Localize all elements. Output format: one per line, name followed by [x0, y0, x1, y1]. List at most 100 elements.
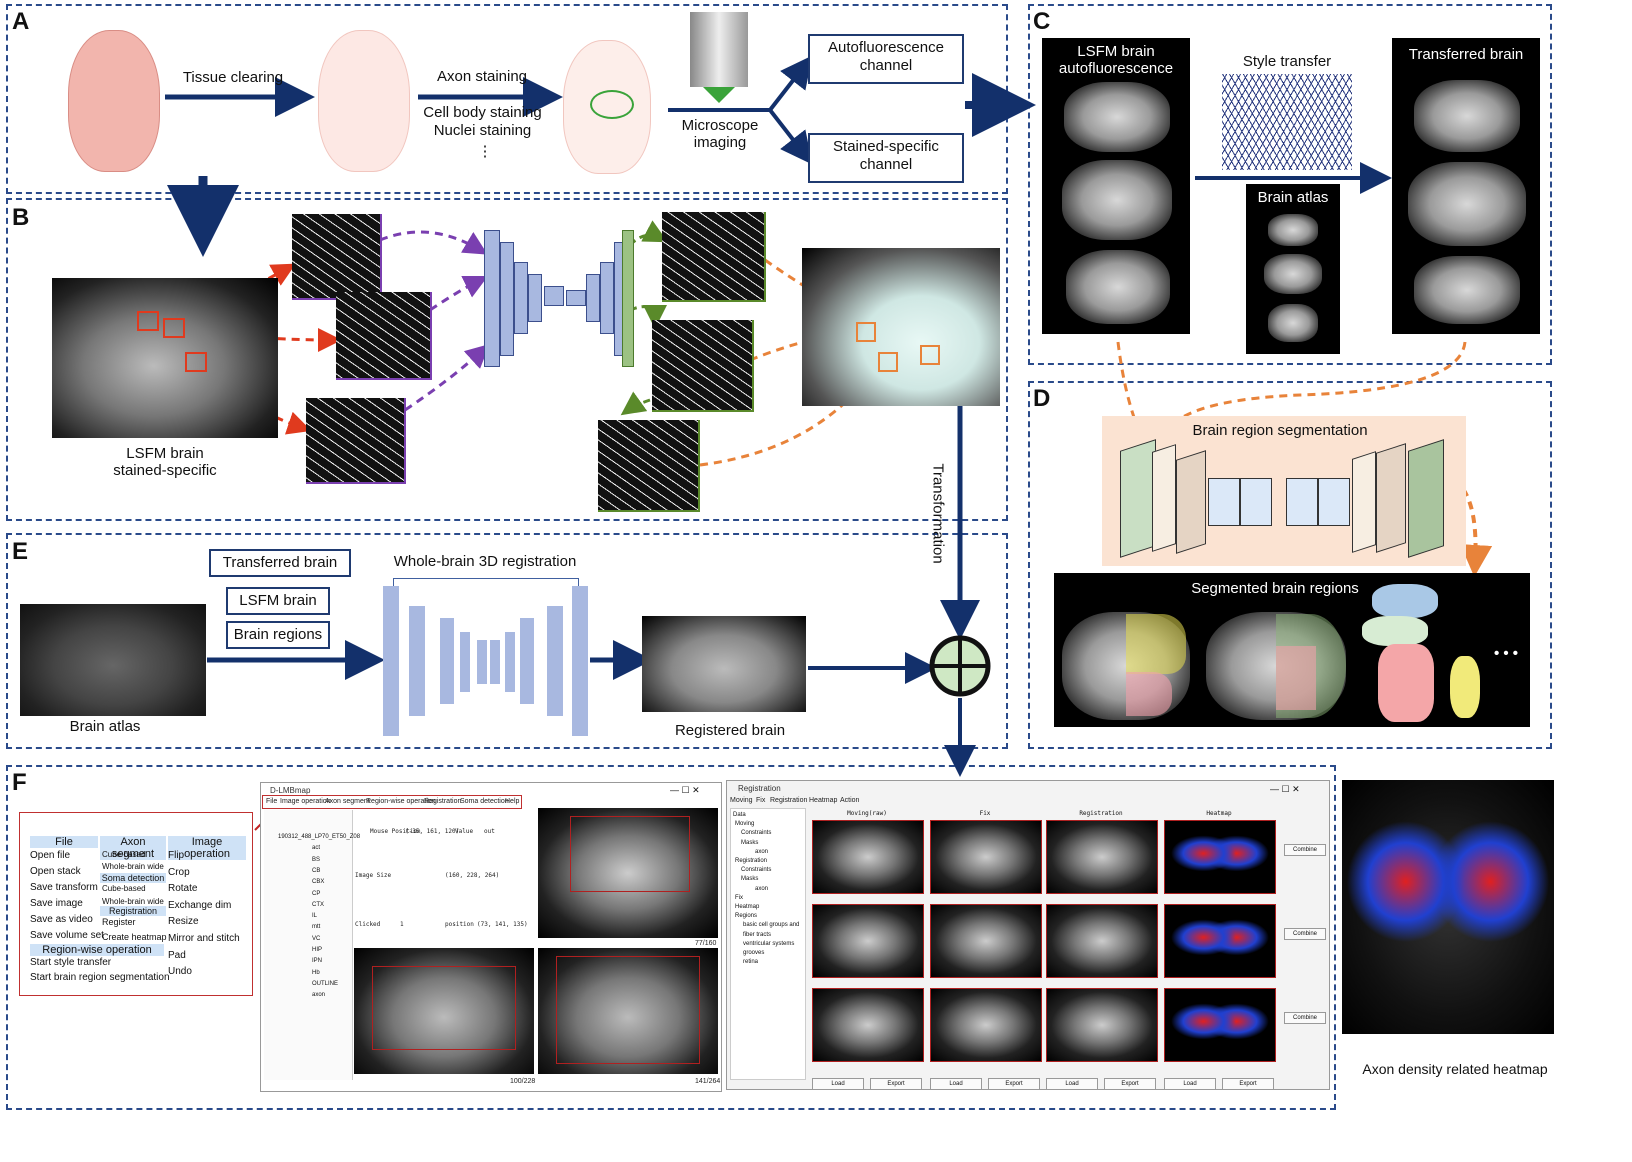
- menu-undo[interactable]: Undo: [168, 966, 192, 977]
- reg-tree-item[interactable]: Masks: [741, 876, 759, 883]
- menu-flip[interactable]: Flip: [168, 850, 185, 861]
- view-coronal[interactable]: [538, 948, 718, 1074]
- menu-save-transform[interactable]: Save transform: [30, 882, 98, 893]
- window-controls-1[interactable]: — ☐ ✕: [670, 785, 700, 795]
- menu-axon-cube[interactable]: Cube-based: [102, 850, 146, 859]
- heatmap-caption: Axon density related heatmap: [1362, 1061, 1548, 1077]
- menu-image-operation-tab[interactable]: Image operation: [280, 798, 331, 805]
- reg-thumbnail[interactable]: [1046, 820, 1158, 894]
- reg-thumbnail[interactable]: [930, 904, 1042, 978]
- reg-thumbnail[interactable]: [812, 820, 924, 894]
- menu-save-video[interactable]: Save as video: [30, 914, 93, 925]
- layer-item[interactable]: VC: [312, 935, 321, 942]
- layer-item[interactable]: act: [312, 845, 321, 852]
- reg-tree-item[interactable]: ventricular systems: [743, 940, 795, 947]
- microscope-lens: [703, 87, 735, 103]
- menu-axon-segment-tab[interactable]: Axon segment: [325, 798, 370, 805]
- heatmap-thumbnail[interactable]: [1164, 904, 1276, 978]
- reg-tree-item[interactable]: Regions: [735, 913, 758, 920]
- reg-tree-item[interactable]: fiber tracts: [743, 931, 772, 938]
- reg-thumbnail[interactable]: [1046, 904, 1158, 978]
- export-button[interactable]: Export: [988, 1078, 1040, 1090]
- reg-menu-heatmap[interactable]: Heatmap: [809, 797, 838, 804]
- reg-menu-registration[interactable]: Registration: [770, 797, 808, 804]
- view-sagittal[interactable]: [354, 948, 534, 1074]
- layer-item[interactable]: mtt: [312, 924, 321, 931]
- menu-file-tab[interactable]: File: [266, 798, 278, 805]
- reg-thumbnail[interactable]: [812, 904, 924, 978]
- menu-pad[interactable]: Pad: [168, 950, 186, 961]
- unet-block-b4: [528, 274, 542, 322]
- export-button[interactable]: Export: [1104, 1078, 1156, 1090]
- heatmap-thumbnail[interactable]: [1164, 988, 1276, 1062]
- reg-tree-item[interactable]: grooves: [743, 950, 765, 956]
- load-button[interactable]: Load: [1164, 1078, 1216, 1090]
- layer-item[interactable]: axon: [312, 992, 326, 999]
- tissue-clearing-label: Tissue clearing: [182, 69, 284, 86]
- menu-open-file[interactable]: Open file: [30, 850, 71, 861]
- menu-start-segmentation[interactable]: Start brain region segmentation: [30, 972, 170, 983]
- reg-tree-item[interactable]: axon: [755, 885, 769, 892]
- menu-soma-whole[interactable]: Whole-brain wide: [102, 897, 164, 906]
- layer-item[interactable]: HIP: [312, 947, 323, 953]
- menu-mirror-stitch[interactable]: Mirror and stitch: [168, 933, 240, 944]
- combine-button[interactable]: Combine: [1284, 844, 1326, 856]
- window-controls-2[interactable]: — ☐ ✕: [1270, 784, 1300, 794]
- menu-start-style-transfer[interactable]: Start style transfer: [30, 957, 112, 968]
- layer-item[interactable]: 190312_488_LP70_ET50_Z08: [278, 834, 361, 840]
- output-cube-3: [598, 420, 700, 512]
- reg-tree-item[interactable]: axon: [755, 848, 769, 855]
- load-button[interactable]: Load: [1046, 1078, 1098, 1090]
- menu-crop[interactable]: Crop: [168, 867, 190, 878]
- load-button[interactable]: Load: [812, 1078, 864, 1090]
- menu-register[interactable]: Register: [102, 917, 136, 927]
- menu-resize[interactable]: Resize: [168, 916, 199, 927]
- load-button[interactable]: Load: [930, 1078, 982, 1090]
- reg-tree-item[interactable]: Moving: [735, 821, 755, 828]
- reg-tree-item[interactable]: Masks: [741, 839, 759, 846]
- reg-tree-item[interactable]: Constraints: [741, 830, 772, 837]
- layer-item[interactable]: OUTLINE: [312, 980, 339, 987]
- combine-button[interactable]: Combine: [1284, 928, 1326, 940]
- reg-menu-fix[interactable]: Fix: [756, 797, 766, 804]
- menu-rotate[interactable]: Rotate: [168, 883, 198, 894]
- reg-menu-action[interactable]: Action: [840, 797, 860, 804]
- menu-help-tab[interactable]: Help: [505, 798, 520, 805]
- combine-button[interactable]: Combine: [1284, 1012, 1326, 1024]
- menu-axon-whole[interactable]: Whole-brain wide: [102, 862, 164, 871]
- view-axial[interactable]: [538, 808, 718, 938]
- layer-item[interactable]: Hb: [312, 969, 320, 976]
- layer-item[interactable]: CBX: [312, 879, 325, 886]
- reg-tree-item[interactable]: Data: [733, 812, 746, 818]
- export-button[interactable]: Export: [870, 1078, 922, 1090]
- lsfm-brain-box-e: LSFM brain: [226, 587, 330, 615]
- menu-region-wise-tab[interactable]: Region-wise operation: [366, 798, 436, 805]
- reg-tree-item[interactable]: Fix: [735, 894, 743, 901]
- reg-tree-item[interactable]: Heatmap: [735, 904, 760, 910]
- layer-item[interactable]: CTX: [312, 901, 324, 908]
- layer-item[interactable]: IPN: [312, 958, 323, 965]
- reg-tree-item[interactable]: Registration: [735, 858, 768, 864]
- layer-item[interactable]: CB: [312, 867, 321, 874]
- heatmap-thumbnail[interactable]: [1164, 820, 1276, 894]
- layer-item[interactable]: IL: [312, 913, 318, 920]
- reg-thumbnail[interactable]: [930, 988, 1042, 1062]
- menu-exchange-dim[interactable]: Exchange dim: [168, 900, 232, 911]
- reg-thumbnail[interactable]: [1046, 988, 1158, 1062]
- reg-thumbnail[interactable]: [812, 988, 924, 1062]
- reg-thumbnail[interactable]: [930, 820, 1042, 894]
- menu-create-heatmap[interactable]: Create heatmap: [102, 932, 167, 942]
- reg-tree-item[interactable]: Constraints: [741, 867, 772, 874]
- menu-open-stack[interactable]: Open stack: [30, 866, 81, 877]
- layer-item[interactable]: CP: [312, 890, 321, 897]
- layer-item[interactable]: BS: [312, 856, 321, 863]
- menu-soma-cube[interactable]: Cube-based: [102, 884, 146, 893]
- reg-menu-moving[interactable]: Moving: [730, 797, 753, 804]
- menu-soma-detection-tab[interactable]: Soma detection: [460, 798, 509, 805]
- reg-tree-item[interactable]: retina: [743, 959, 759, 966]
- menu-registration-tab[interactable]: Registration: [424, 798, 462, 805]
- export-button[interactable]: Export: [1222, 1078, 1274, 1090]
- reg-tree-item[interactable]: basic cell groups and: [743, 922, 800, 929]
- menu-save-volume[interactable]: Save volume set: [30, 930, 104, 941]
- menu-save-image[interactable]: Save image: [30, 898, 83, 909]
